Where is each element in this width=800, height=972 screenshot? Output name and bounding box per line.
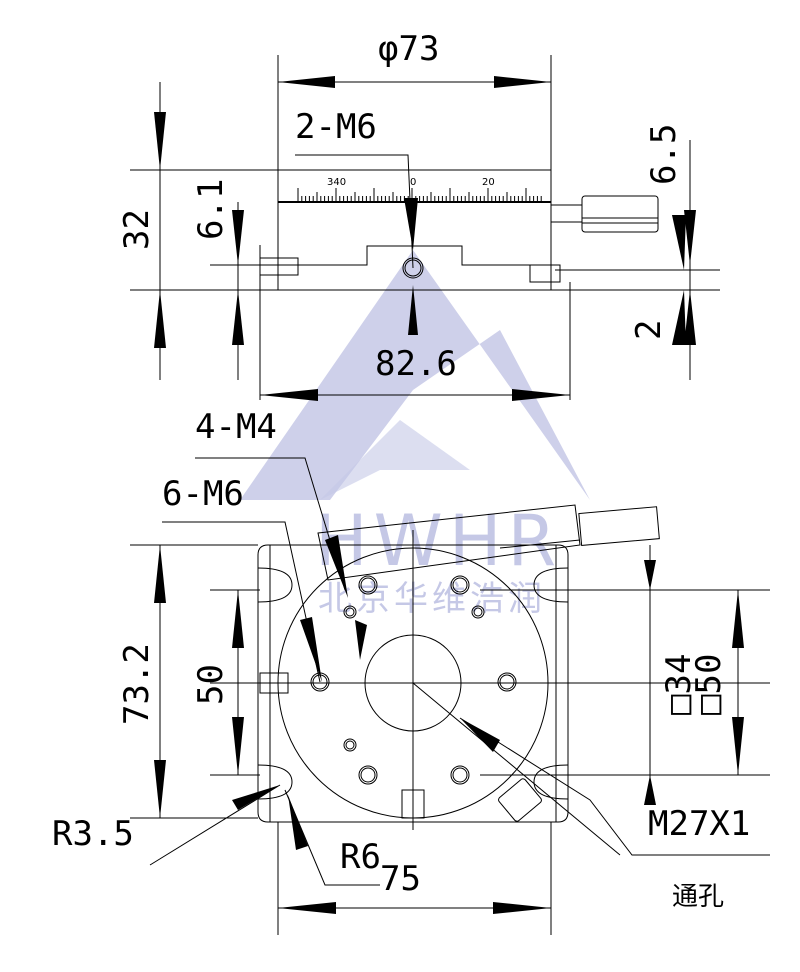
dim-right-2: 2 [629, 320, 669, 340]
dim-step-6-1: 6.1 [191, 179, 231, 240]
dim-diameter-73: φ73 [378, 29, 439, 69]
label-m27x1: M27X1 [648, 804, 750, 844]
mounting-hole [343, 605, 357, 619]
dim-width-75: 75 [380, 859, 421, 899]
mounting-hole [360, 767, 376, 783]
mounting-hole [312, 674, 328, 690]
scale-label-340: 340 [327, 177, 346, 188]
mounting-hole [473, 607, 483, 617]
label-6-m6: 6-M6 [162, 474, 244, 514]
scale-label-20: 20 [482, 177, 495, 188]
mounting-hole [499, 674, 515, 690]
mounting-hole [452, 577, 468, 593]
mounting-hole [452, 767, 468, 783]
watermark-company-text: 北京华维浩润 [318, 579, 546, 619]
top-view: φ73 340 0 20 2-M6 32 6.1 [117, 29, 720, 401]
dim-height-32: 32 [117, 209, 157, 250]
mounting-hole [343, 738, 357, 752]
watermark-logo-text: HWHR [315, 500, 562, 582]
dim-height-73-2: 73.2 [117, 643, 157, 725]
mounting-hole [497, 672, 517, 692]
scale-label-0: 0 [410, 177, 416, 188]
mounting-hole [310, 672, 330, 692]
mounting-holes [310, 575, 517, 785]
dim-square-34: □34 [659, 654, 699, 715]
mounting-hole [345, 607, 355, 617]
label-r6: R6 [340, 837, 381, 877]
label-through-hole: 通孔 [672, 882, 724, 912]
dim-right-6-5: 6.5 [644, 124, 684, 185]
label-4-m4: 4-M4 [195, 407, 277, 447]
dim-square-50: □50 [689, 654, 729, 715]
label-2-m6: 2-M6 [295, 107, 377, 147]
mounting-hole [471, 605, 485, 619]
mounting-hole [358, 765, 378, 785]
scale-ticks [297, 188, 542, 202]
dim-hole-spacing-50: 50 [191, 664, 231, 705]
bottom-view: 4-M4 6-M6 [52, 407, 770, 935]
mounting-hole [450, 765, 470, 785]
label-r3-5: R3.5 [52, 814, 134, 854]
mounting-hole [360, 577, 376, 593]
mounting-hole [345, 740, 355, 750]
mounting-hole [450, 575, 470, 595]
dim-width-82-6: 82.6 [375, 344, 457, 384]
watermark-logo: HWHR 北京华维浩润 [240, 250, 590, 619]
mounting-hole [358, 575, 378, 595]
